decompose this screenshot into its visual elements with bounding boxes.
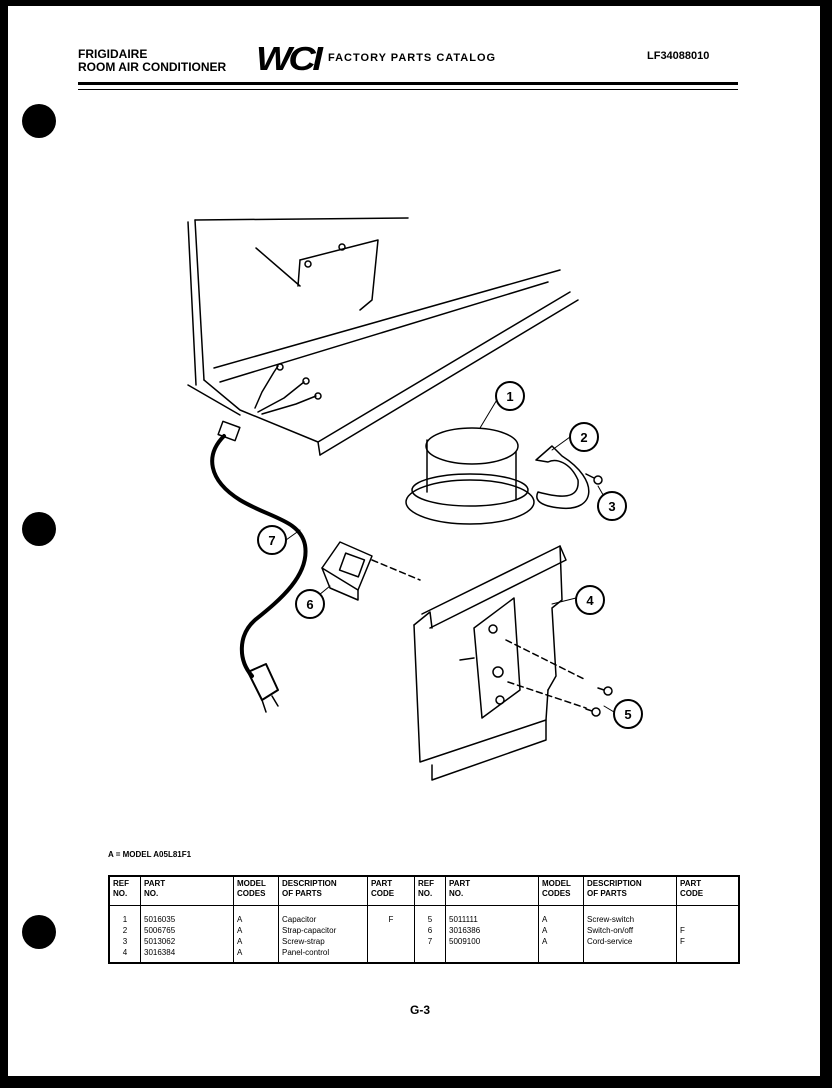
cabinet-housing xyxy=(187,217,579,456)
page-number: G-3 xyxy=(410,1003,431,1017)
svg-text:2: 2 xyxy=(580,430,587,445)
model-note: A = MODEL A05L81F1 xyxy=(108,850,192,859)
svg-text:1: 1 xyxy=(506,389,513,404)
callout-4: 4 xyxy=(575,585,605,615)
svg-text:7: 7 xyxy=(268,533,275,548)
control-panel xyxy=(413,545,587,781)
svg-text:5: 5 xyxy=(624,707,631,722)
callout-6: 6 xyxy=(295,589,325,619)
callout-7: 7 xyxy=(257,525,287,555)
switch-screws xyxy=(585,686,613,717)
callout-markers: 1 2 3 4 5 6 7 xyxy=(257,381,643,729)
wci-logo: WCI xyxy=(256,40,323,77)
catalog-number: LF34088010 xyxy=(647,50,710,62)
catalog-title: FACTORY PARTS CATALOG xyxy=(328,52,497,64)
brand-block: FRIGIDAIRE ROOM AIR CONDITIONER xyxy=(78,48,226,74)
svg-text:4: 4 xyxy=(586,593,594,608)
capacitor xyxy=(405,427,535,525)
header-rule-thin xyxy=(78,89,738,90)
header-rule xyxy=(78,82,738,85)
binder-hole-icon xyxy=(22,915,56,949)
binder-hole-icon xyxy=(22,104,56,138)
brand-line-2: ROOM AIR CONDITIONER xyxy=(78,60,227,74)
callout-leaders xyxy=(285,397,615,713)
svg-text:6: 6 xyxy=(306,597,313,612)
brand-line-1: FRIGIDAIRE xyxy=(78,47,148,61)
callout-5: 5 xyxy=(613,699,643,729)
on-off-switch xyxy=(321,541,421,601)
strap-screw xyxy=(585,473,603,485)
svg-text:3: 3 xyxy=(608,499,615,514)
callout-2: 2 xyxy=(569,422,599,452)
service-cord xyxy=(210,363,322,713)
capacitor-strap xyxy=(535,445,590,509)
callout-1: 1 xyxy=(495,381,525,411)
callout-3: 3 xyxy=(597,491,627,521)
binder-hole-icon xyxy=(22,512,56,546)
